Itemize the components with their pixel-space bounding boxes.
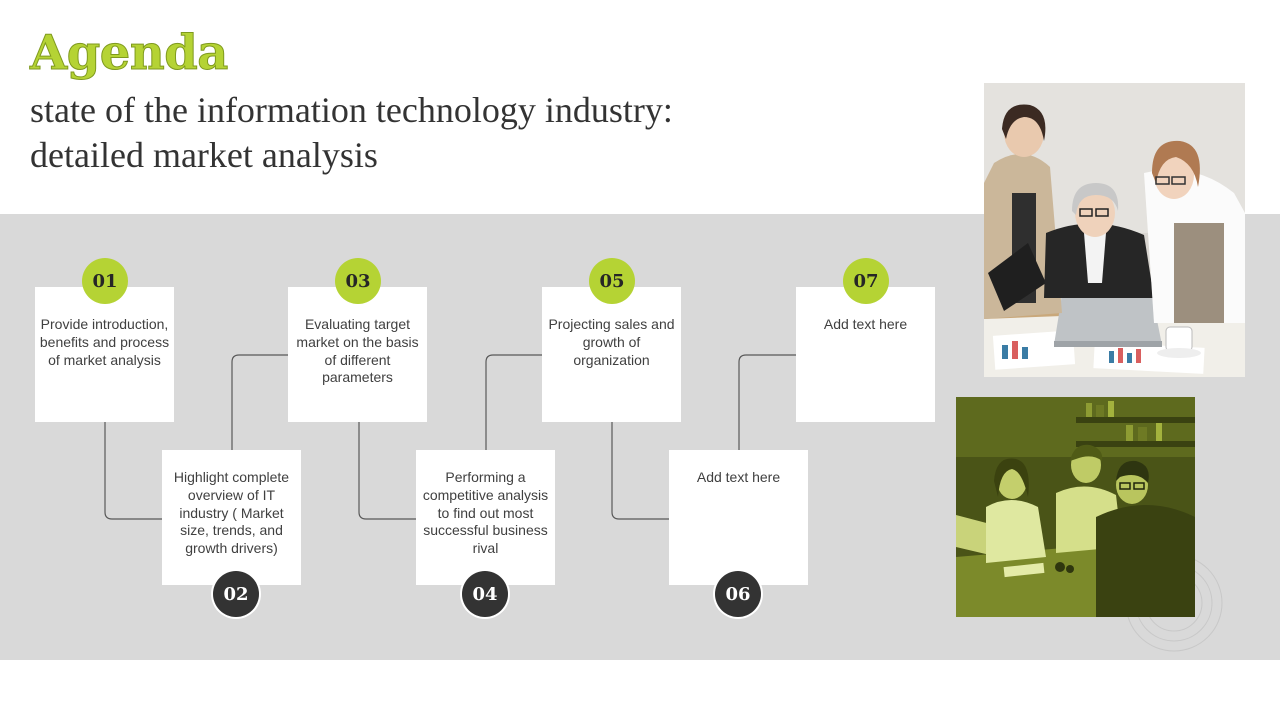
- step-badge-01: 01: [82, 258, 128, 304]
- agenda-card-text: Add text here: [696, 469, 781, 485]
- subtitle-line-1: state of the information technology indu…: [30, 90, 673, 130]
- step-badge-04: 04: [462, 571, 508, 617]
- agenda-card-text: Highlight complete overview of IT indust…: [173, 469, 290, 557]
- group-discussion-photo-tinted: [956, 397, 1195, 617]
- step-badge-02: 02: [213, 571, 259, 617]
- page-subtitle: state of the information technology indu…: [30, 88, 930, 178]
- agenda-card-text: Evaluating target market on the basis of…: [296, 316, 419, 386]
- agenda-card-04: Performing a competitive analysis to fin…: [416, 450, 555, 585]
- agenda-card-text: Provide introduction, benefits and proce…: [39, 316, 170, 368]
- step-badge-07: 07: [843, 258, 889, 304]
- step-badge-05: 05: [589, 258, 635, 304]
- agenda-card-01: Provide introduction, benefits and proce…: [35, 287, 174, 422]
- agenda-card-03: Evaluating target market on the basis of…: [288, 287, 427, 422]
- agenda-card-06: Add text here: [669, 450, 808, 585]
- step-badge-06: 06: [715, 571, 761, 617]
- step-badge-03: 03: [335, 258, 381, 304]
- agenda-card-text: Projecting sales and growth of organizat…: [548, 316, 675, 368]
- agenda-card-05: Projecting sales and growth of organizat…: [542, 287, 681, 422]
- agenda-card-02: Highlight complete overview of IT indust…: [162, 450, 301, 585]
- agenda-card-text: Add text here: [823, 316, 908, 332]
- agenda-card-07: Add text here: [796, 287, 935, 422]
- agenda-card-text: Performing a competitive analysis to fin…: [422, 469, 549, 557]
- page-title: Agenda: [30, 25, 229, 82]
- subtitle-line-2: detailed market analysis: [30, 135, 378, 175]
- team-meeting-photo: [984, 83, 1245, 377]
